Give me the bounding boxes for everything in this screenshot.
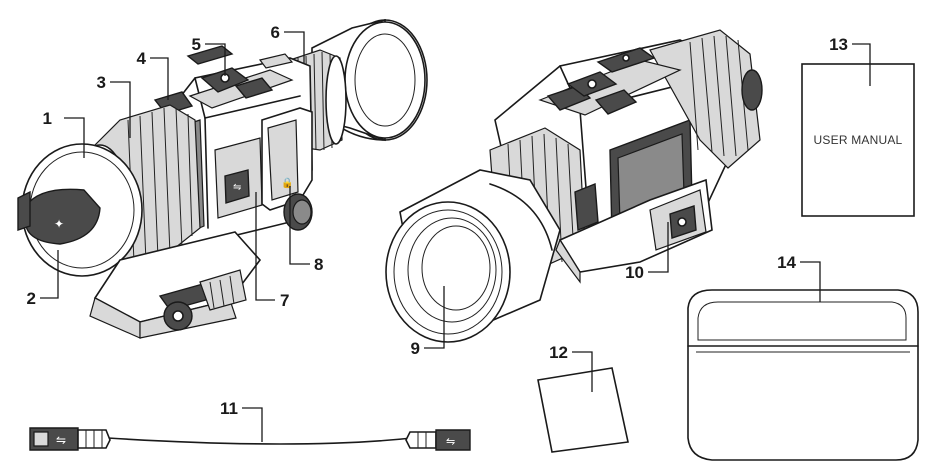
callout-11: 11: [220, 399, 238, 418]
brand-logo-icon: ✦: [54, 217, 64, 231]
rear-focus-ring: [649, 29, 763, 169]
usb-icon: ⇋: [56, 433, 66, 447]
callout-3: 3: [97, 73, 106, 92]
usb-icon: ⇋: [446, 436, 455, 448]
callout-leaders: [40, 31, 871, 442]
rear-top-buttons: [538, 47, 682, 116]
callout-8: 8: [314, 255, 323, 274]
rear-mount: [555, 178, 713, 284]
battery-cover: 🔒: [261, 107, 313, 231]
lens-cap: ✦: [17, 143, 143, 277]
usb-icon: ⇋: [233, 182, 241, 193]
manual-title: USER MANUAL: [814, 133, 903, 147]
callout-6: 6: [271, 23, 280, 42]
user-manual: USER MANUAL: [801, 63, 915, 217]
eyecup-front: [385, 169, 561, 343]
callout-numbers: 1 2 3 4 5 6 7 8 9 10 11 12 13 14: [27, 23, 848, 418]
scope-front-view: ⇋ ✦ 🔒: [17, 18, 428, 339]
eyecup-rear: [311, 18, 428, 142]
usb-c-plug: [435, 429, 471, 451]
lens-cloth: [537, 367, 629, 453]
scope-rear-view: [385, 29, 763, 343]
callout-4: 4: [137, 49, 147, 68]
callout-5: 5: [192, 35, 201, 54]
callout-1: 1: [43, 109, 52, 128]
callout-7: 7: [280, 291, 289, 310]
top-buttons: [153, 45, 294, 115]
callout-2: 2: [27, 289, 36, 308]
callout-9: 9: [411, 339, 420, 358]
lock-icon: 🔒: [281, 177, 293, 189]
callout-12: 12: [549, 343, 568, 362]
carry-case: [687, 289, 919, 461]
scope-mount: [89, 231, 262, 339]
callout-14: 14: [777, 253, 796, 272]
usb-cable: ⇋ ⇋: [29, 427, 471, 451]
callout-10: 10: [625, 263, 644, 282]
callout-13: 13: [829, 35, 848, 54]
